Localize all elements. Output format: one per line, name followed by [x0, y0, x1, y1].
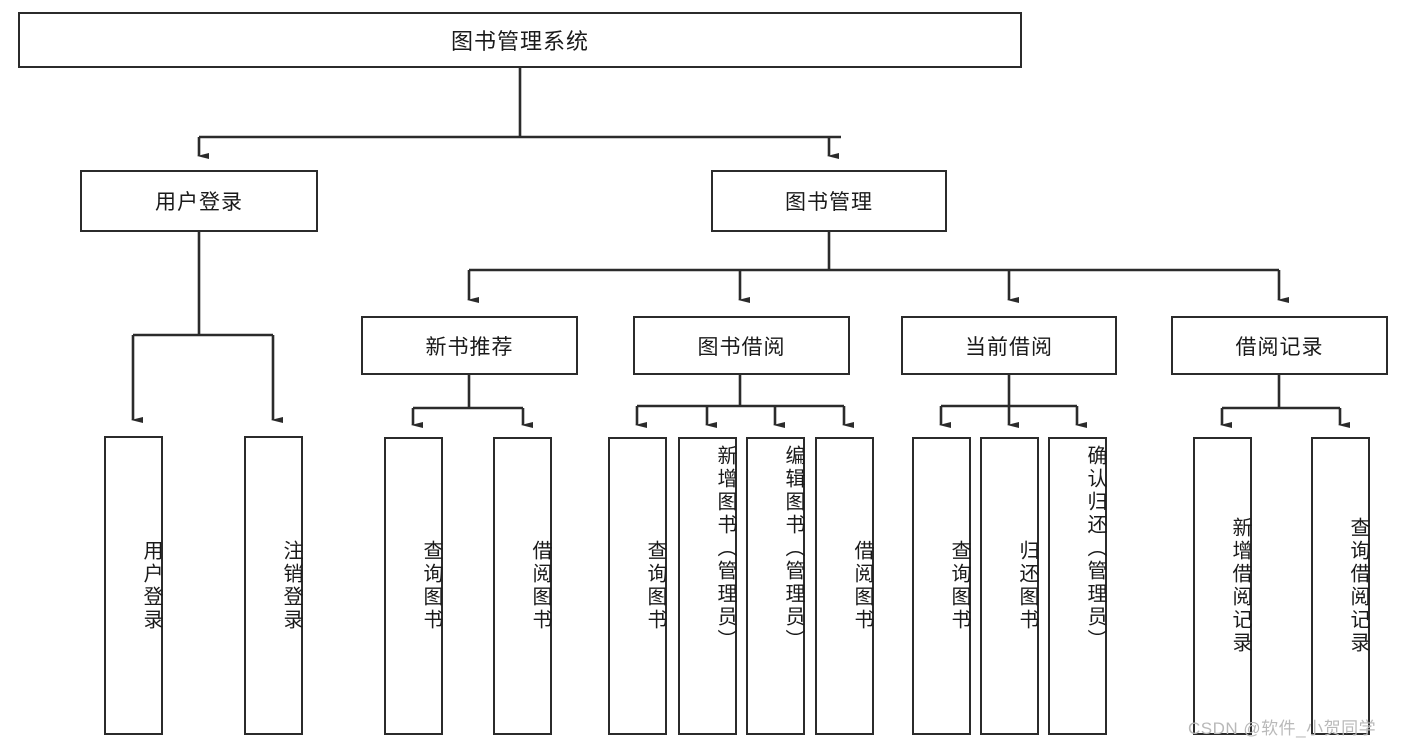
node-label: 借阅图书	[851, 540, 873, 632]
leaf-current-return-book[interactable]: 归还图书	[980, 437, 1039, 735]
node-label: 借阅记录	[1235, 335, 1324, 359]
node-current-borrow[interactable]: 当前借阅	[901, 316, 1117, 375]
leaf-record-query-record[interactable]: 查询借阅记录	[1311, 437, 1370, 735]
node-user-login[interactable]: 用户登录	[80, 170, 318, 232]
node-label: 查询图书	[948, 540, 970, 632]
node-label: 新增借阅记录	[1229, 517, 1251, 655]
leaf-borrow-query-book[interactable]: 查询图书	[608, 437, 667, 735]
node-label: 用户登录	[140, 539, 162, 632]
node-label: 确认归还（管理员）	[1084, 445, 1106, 652]
node-label: 查询图书	[420, 540, 442, 632]
leaf-borrow-add-book[interactable]: 新增图书（管理员）	[678, 437, 737, 735]
node-label: 查询图书	[644, 540, 666, 632]
node-label: 图书借阅	[697, 335, 786, 359]
leaf-record-add-record[interactable]: 新增借阅记录	[1193, 437, 1252, 735]
node-label: 借阅图书	[529, 540, 551, 632]
node-book-borrow[interactable]: 图书借阅	[633, 316, 850, 375]
leaf-borrow-edit-book[interactable]: 编辑图书（管理员）	[746, 437, 805, 735]
node-label: 用户登录	[155, 191, 243, 214]
node-borrow-record[interactable]: 借阅记录	[1171, 316, 1388, 375]
node-book-management[interactable]: 图书管理	[711, 170, 947, 232]
node-label: 注销登录	[280, 539, 302, 632]
node-label: 当前借阅	[965, 335, 1053, 359]
node-label: 查询借阅记录	[1347, 517, 1369, 655]
node-label: 归还图书	[1016, 540, 1038, 632]
node-root-system[interactable]: 图书管理系统	[18, 12, 1022, 68]
leaf-new-book-borrow[interactable]: 借阅图书	[493, 437, 552, 735]
node-label: 新增图书（管理员）	[714, 445, 736, 652]
leaf-current-confirm-return[interactable]: 确认归还（管理员）	[1048, 437, 1107, 735]
leaf-user-login-logout[interactable]: 注销登录	[244, 436, 303, 735]
leaf-current-query-book[interactable]: 查询图书	[912, 437, 971, 735]
node-new-book-recommend[interactable]: 新书推荐	[361, 316, 578, 375]
leaf-borrow-borrow-book[interactable]: 借阅图书	[815, 437, 874, 735]
node-label: 新书推荐	[425, 335, 514, 359]
node-label: 图书管理系统	[450, 29, 589, 54]
node-label: 编辑图书（管理员）	[782, 445, 804, 652]
leaf-user-login-login[interactable]: 用户登录	[104, 436, 163, 735]
watermark: CSDN @软件_小贺同学	[1188, 719, 1377, 738]
leaf-new-book-query[interactable]: 查询图书	[384, 437, 443, 735]
node-label: 图书管理	[785, 191, 873, 214]
